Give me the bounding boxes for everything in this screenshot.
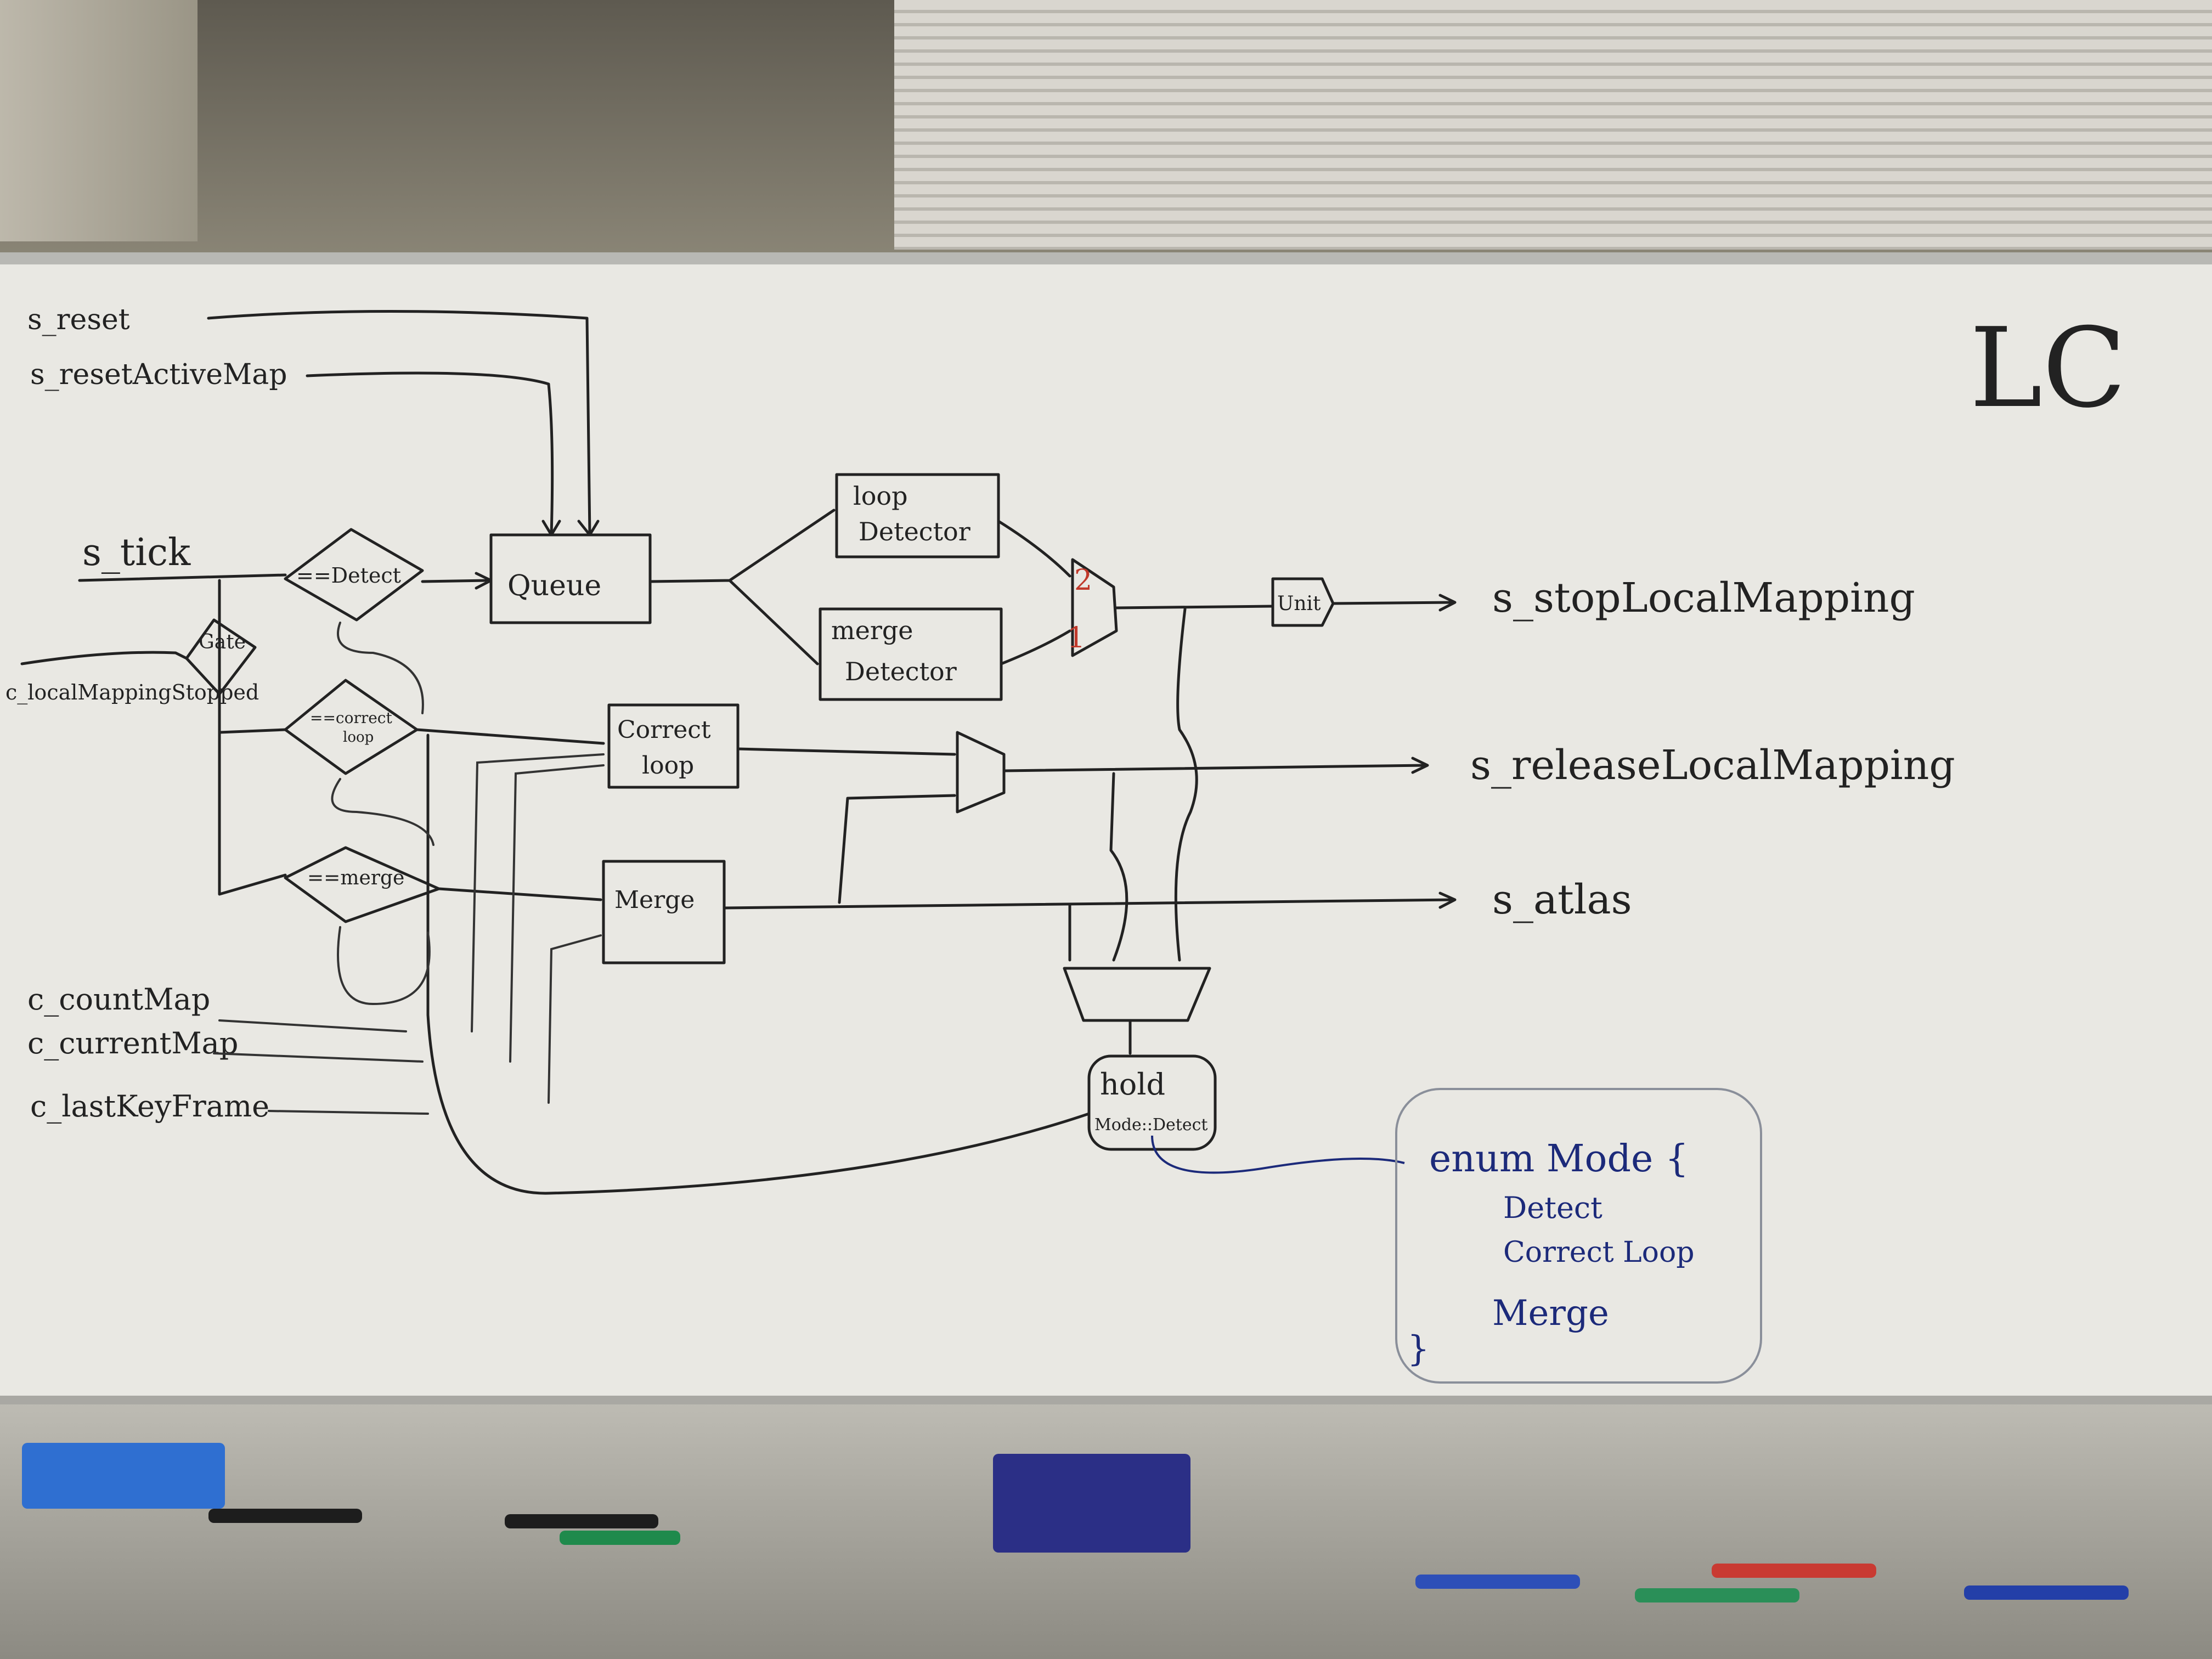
hold-mux-block	[1063, 967, 1211, 1022]
blue-marker[interactable]	[1964, 1585, 2129, 1600]
loop-detector-label-2: Detector	[859, 517, 970, 546]
merge-check-diamond	[284, 846, 441, 923]
wire-queue-split	[648, 509, 836, 665]
wire-local-mapping-stopped	[20, 651, 188, 665]
detect-check-diamond	[284, 528, 424, 622]
black-marker[interactable]	[208, 1509, 362, 1523]
green-marker[interactable]	[1635, 1588, 1799, 1602]
merge-detector-label-1: merge	[831, 616, 913, 645]
enum-footer: }	[1407, 1329, 1430, 1369]
mux-block	[1071, 558, 1118, 657]
navy-eraser[interactable]	[993, 1454, 1190, 1553]
wire-stop-to-hold	[1174, 607, 1198, 962]
correct-loop-check-label-1: ==correct	[310, 709, 392, 727]
wire-unit-to-stop	[1331, 594, 1457, 612]
wire-tick-branch	[218, 579, 287, 896]
green-marker[interactable]	[560, 1531, 680, 1545]
merge-detector-label-2: Detector	[845, 657, 957, 686]
window-blinds	[894, 0, 2212, 250]
hold-mode-label: Mode::Detect	[1094, 1115, 1207, 1135]
wires-check-loops	[331, 622, 435, 1006]
enum-note-box	[1395, 1088, 1762, 1384]
merge-detector-block	[819, 607, 1003, 701]
wire-hold-to-enum	[1151, 1135, 1405, 1174]
mux-input-1: 1	[1067, 622, 1085, 654]
queue-label: Queue	[507, 569, 601, 602]
input-c-current-map: c_currentMap	[27, 1026, 238, 1060]
enum-item-merge: Merge	[1492, 1293, 1609, 1334]
wire-merge-to-release-mux	[838, 794, 956, 904]
wire-correct-loop	[415, 728, 956, 756]
correct-loop-block-label-2: loop	[642, 752, 694, 780]
loop-detector-label-1: loop	[853, 481, 908, 511]
enum-header: enum Mode {	[1429, 1137, 1689, 1181]
enum-item-correct-loop: Correct Loop	[1503, 1236, 1695, 1269]
input-c-last-key-frame: c_lastKeyFrame	[30, 1089, 269, 1124]
merge-check-label: ==merge	[307, 867, 404, 889]
wire-to-correct-check	[218, 728, 287, 734]
wire-merge-to-atlas	[437, 887, 1457, 910]
wire-detectors-to-mux	[997, 520, 1071, 665]
unit-block	[1271, 577, 1335, 627]
input-s-tick: s_tick	[82, 531, 191, 574]
queue-block	[489, 533, 652, 624]
input-c-count-map: c_countMap	[27, 982, 210, 1017]
merge-block-label: Merge	[614, 886, 695, 914]
whiteboard	[0, 252, 2212, 1410]
hold-label: hold	[1100, 1067, 1165, 1102]
merge-block	[602, 860, 726, 964]
wires-c-inputs	[213, 1019, 429, 1115]
wire-mux-to-release	[1002, 757, 1429, 774]
hold-block	[1087, 1054, 1217, 1151]
output-s-stop-local-mapping: s_stopLocalMapping	[1492, 574, 1915, 622]
red-marker[interactable]	[1712, 1564, 1876, 1578]
wire-hold-feedback	[426, 733, 1091, 1195]
unit-label: Unit	[1277, 592, 1321, 615]
correct-loop-block-label-1: Correct	[617, 716, 711, 744]
metal-shelf	[0, 0, 198, 241]
wire-release-to-hold	[1068, 772, 1128, 962]
release-mux-block	[956, 731, 1006, 814]
mux-input-2: 2	[1074, 564, 1092, 597]
correct-loop-check-label-2: loop	[343, 729, 374, 746]
wire-mux-to-unit	[1115, 605, 1274, 610]
detect-check-label: ==Detect	[296, 563, 401, 588]
correct-loop-check-diamond	[284, 679, 419, 775]
loop-detector-block	[835, 473, 1000, 558]
corner-label: LC	[1970, 304, 2126, 432]
correct-loop-block	[607, 703, 740, 789]
blue-marker[interactable]	[1415, 1575, 1580, 1589]
gate-diamond	[185, 618, 257, 696]
wires-c-inputs-to-blocks	[471, 753, 605, 1104]
input-s-reset-active-map: s_resetActiveMap	[30, 358, 287, 391]
black-marker[interactable]	[505, 1514, 658, 1528]
marker-tray	[0, 1404, 2212, 1659]
wire-tick	[78, 573, 287, 582]
blue-eraser[interactable]	[22, 1443, 225, 1509]
wire-reset	[207, 310, 591, 537]
output-s-atlas: s_atlas	[1492, 876, 1632, 923]
gate-label: Gate	[199, 631, 246, 653]
wire-reset-active-map	[306, 371, 554, 537]
enum-item-detect: Detect	[1503, 1190, 1602, 1225]
wire-detect-to-queue	[421, 572, 493, 590]
output-s-release-local-mapping: s_releaseLocalMapping	[1470, 742, 1955, 789]
input-s-reset: s_reset	[27, 303, 130, 336]
